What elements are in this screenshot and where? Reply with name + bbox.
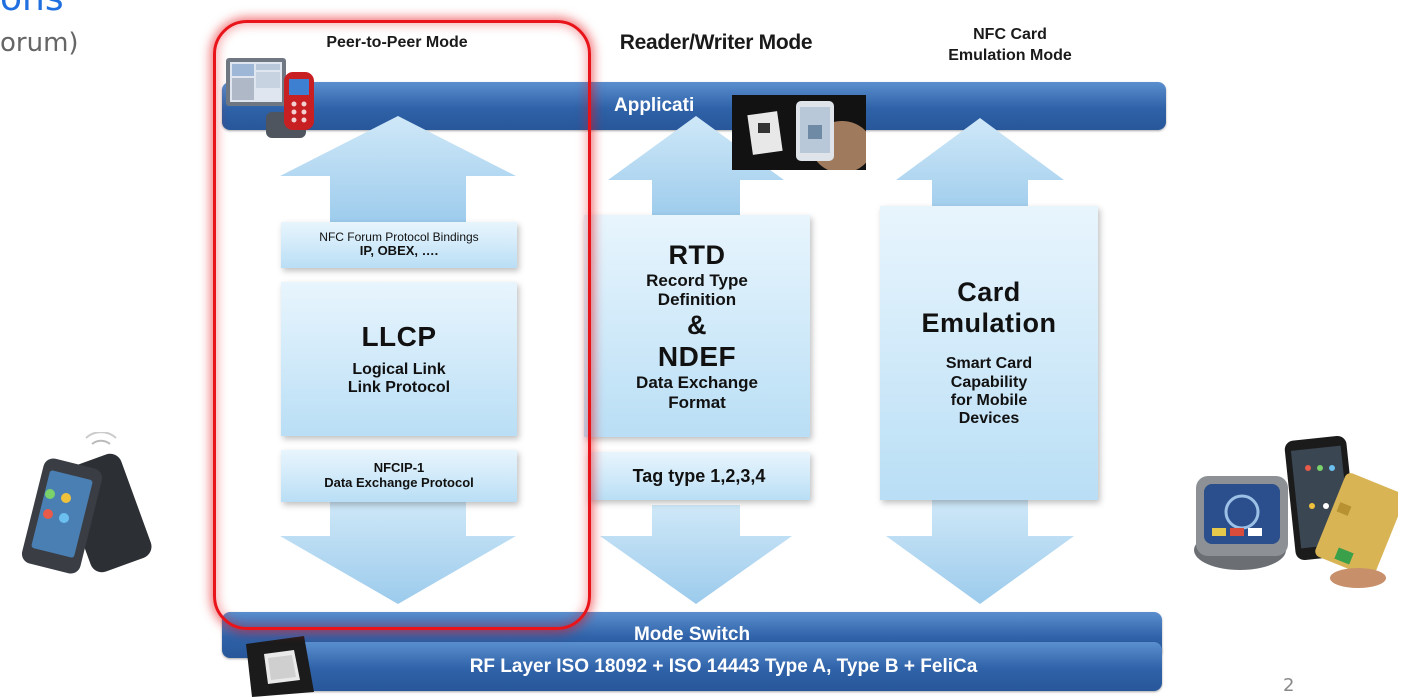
protocol-bindings-sub: IP, OBEX, ….	[359, 243, 439, 259]
phone-tap-photo	[732, 95, 866, 170]
nfcip-sub: Data Exchange Protocol	[324, 475, 474, 490]
peer-to-peer-mode-heading: Peer-to-Peer Mode	[326, 34, 468, 51]
llcp-line1: Logical Link	[352, 360, 446, 378]
ce-up-arrow	[896, 118, 1064, 220]
rtd-ndef-box: RTD Record Type Definition & NDEF Data E…	[584, 215, 810, 437]
card-emulation-heading-line1: NFC Card	[973, 26, 1047, 43]
rtd-line2: Definition	[657, 290, 737, 310]
card-emulation-title2: Emulation	[921, 308, 1057, 339]
llcp-line2: Link Protocol	[347, 379, 451, 397]
protocol-bindings-box: NFC Forum Protocol Bindings IP, OBEX, ….	[281, 222, 517, 268]
card-emulation-line3: for Mobile	[950, 392, 1028, 410]
p2p-up-arrow	[280, 116, 516, 226]
slide-title: ons	[0, 0, 64, 19]
tag-type-box: Tag type 1,2,3,4	[588, 452, 810, 500]
nfcip-box: NFCIP-1 Data Exchange Protocol	[281, 450, 517, 502]
nfcip-title: NFCIP-1	[373, 460, 425, 476]
card-emulation-heading-line2: Emulation Mode	[948, 46, 1072, 64]
ndef-line2: Format	[668, 392, 726, 412]
page-number: 2	[1283, 675, 1295, 696]
card-emulation-box: Card Emulation Smart Card Capability for…	[880, 206, 1098, 500]
reader-writer-mode-heading: Reader/Writer Mode	[619, 31, 813, 54]
nfc-chip-image	[246, 636, 314, 697]
llcp-title: LLCP	[361, 320, 437, 352]
ndef-line1: Data Exchange	[636, 373, 758, 393]
rw-down-arrow	[600, 505, 792, 604]
card-emulation-mode-heading: NFC Card Emulation Mode	[930, 25, 1090, 67]
ndef-title: NDEF	[657, 340, 737, 372]
rw-up-arrow	[608, 116, 784, 220]
applications-label: Applicati	[614, 95, 695, 116]
peer-to-peer-highlight	[213, 20, 591, 630]
card-emulation-line2: Capability	[950, 373, 1028, 391]
p2p-down-arrow	[280, 500, 516, 604]
rtd-line1: Record Type	[646, 270, 748, 290]
rtd-title: RTD	[668, 239, 726, 270]
ce-down-arrow	[886, 500, 1074, 604]
card-emulation-line4: Devices	[958, 410, 1020, 428]
mode-switch-label: Mode Switch	[633, 624, 751, 645]
payment-reader-image	[1194, 435, 1398, 588]
rtd-ndef-ampersand: &	[687, 309, 707, 340]
rf-layer-bar: RF Layer ISO 18092 + ISO 14443 Type A, T…	[255, 642, 1162, 691]
card-emulation-title1: Card	[957, 277, 1021, 308]
rf-layer-label: RF Layer ISO 18092 + ISO 14443 Type A, T…	[469, 655, 978, 677]
smartphone-image	[21, 432, 152, 574]
protocol-bindings-title: NFC Forum Protocol Bindings	[319, 229, 479, 244]
card-emulation-line1: Smart Card	[945, 355, 1033, 373]
llcp-box: LLCP Logical Link Link Protocol	[281, 282, 517, 436]
computer-and-phone-image	[226, 58, 314, 138]
tag-type-label: Tag type 1,2,3,4	[632, 465, 766, 486]
slide-subtitle: orum)	[0, 28, 79, 58]
